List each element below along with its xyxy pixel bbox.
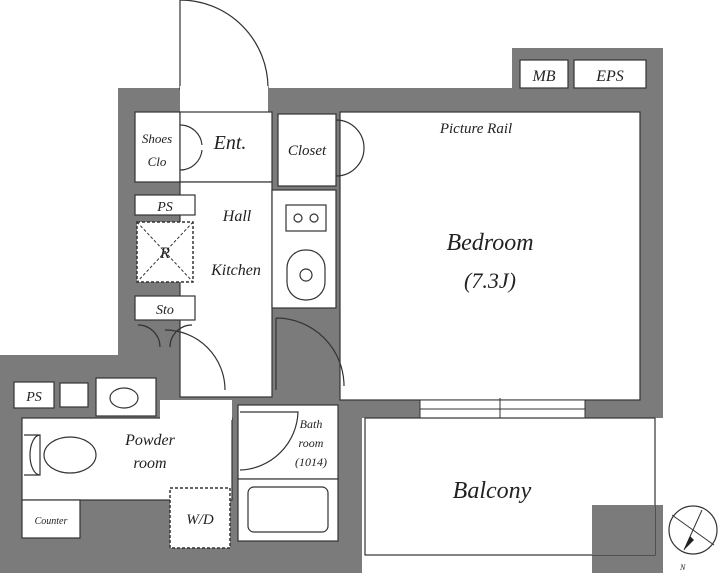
burner-icon	[293, 213, 303, 223]
entrance-door[interactable]	[179, 0, 269, 90]
eps-label: EPS	[595, 68, 624, 85]
bathroom	[237, 404, 339, 480]
bathroom-door[interactable]	[239, 411, 299, 471]
hall-kitchen	[179, 181, 273, 398]
bath-room-label: room	[299, 436, 324, 450]
bedroom-door[interactable]	[275, 317, 345, 390]
burner-icon	[309, 213, 319, 223]
powder-entry	[160, 400, 232, 420]
bedroom-size-label: (7.3J)	[464, 268, 516, 293]
toilet-tank-icon	[24, 434, 41, 476]
stove-icon	[285, 204, 327, 232]
ps-lower-label: PS	[25, 390, 42, 405]
north-label: N	[679, 563, 686, 572]
kitchen-counter	[271, 189, 337, 309]
entrance-opening	[180, 86, 268, 114]
shoes-door[interactable]	[179, 124, 203, 171]
powder-label: Powder	[124, 432, 176, 449]
counter	[21, 499, 81, 539]
hall-label: Hall	[222, 208, 252, 225]
clo-label: Clo	[148, 154, 167, 169]
wall-segment	[585, 398, 663, 418]
north-compass-icon: N	[668, 505, 718, 572]
mb-space	[519, 59, 569, 89]
closet-door[interactable]	[335, 119, 365, 177]
balcony-label: Balcony	[453, 478, 532, 504]
washbasin	[95, 377, 157, 417]
powder-room	[21, 417, 233, 501]
refrigerator-cross	[136, 221, 194, 283]
storage-label: Sto	[156, 303, 174, 318]
closet	[277, 113, 337, 187]
balcony	[364, 417, 656, 556]
picture-rail-label: Picture Rail	[439, 121, 512, 137]
bathtub-icon	[247, 486, 329, 533]
counter-label: Counter	[35, 516, 68, 527]
small-storage	[59, 382, 89, 408]
bath-size-label: (1014)	[295, 455, 327, 469]
bedroom-label: Bedroom	[446, 230, 533, 256]
balcony-wall	[592, 505, 655, 555]
eps-space	[573, 59, 647, 89]
toilet-icon	[43, 436, 97, 474]
ent-label: Ent.	[213, 132, 247, 154]
shoes-closet	[134, 111, 181, 183]
kitchen-sink-icon	[286, 249, 326, 301]
bedroom	[339, 111, 641, 401]
kitchen-label: Kitchen	[210, 262, 261, 279]
bath-label: Bath	[300, 417, 323, 431]
wd-label: W/D	[186, 512, 214, 528]
wall-segment	[355, 400, 420, 418]
washbasin-bowl-icon	[109, 387, 139, 409]
powder-room-label: room	[133, 455, 166, 472]
shoes-label: Shoes	[142, 131, 172, 146]
mb-label: MB	[531, 68, 555, 85]
closet-label: Closet	[288, 143, 327, 159]
entrance	[179, 111, 273, 183]
ps-lower	[13, 381, 55, 409]
powder-door[interactable]	[164, 329, 226, 391]
refrigerator-label: R	[159, 245, 170, 262]
ps-upper-label: PS	[156, 200, 173, 215]
storage	[134, 295, 196, 321]
ps-upper	[134, 194, 196, 216]
drain-icon	[299, 268, 313, 282]
bathtub-area	[237, 478, 339, 542]
washer-dryer-space	[169, 487, 231, 549]
